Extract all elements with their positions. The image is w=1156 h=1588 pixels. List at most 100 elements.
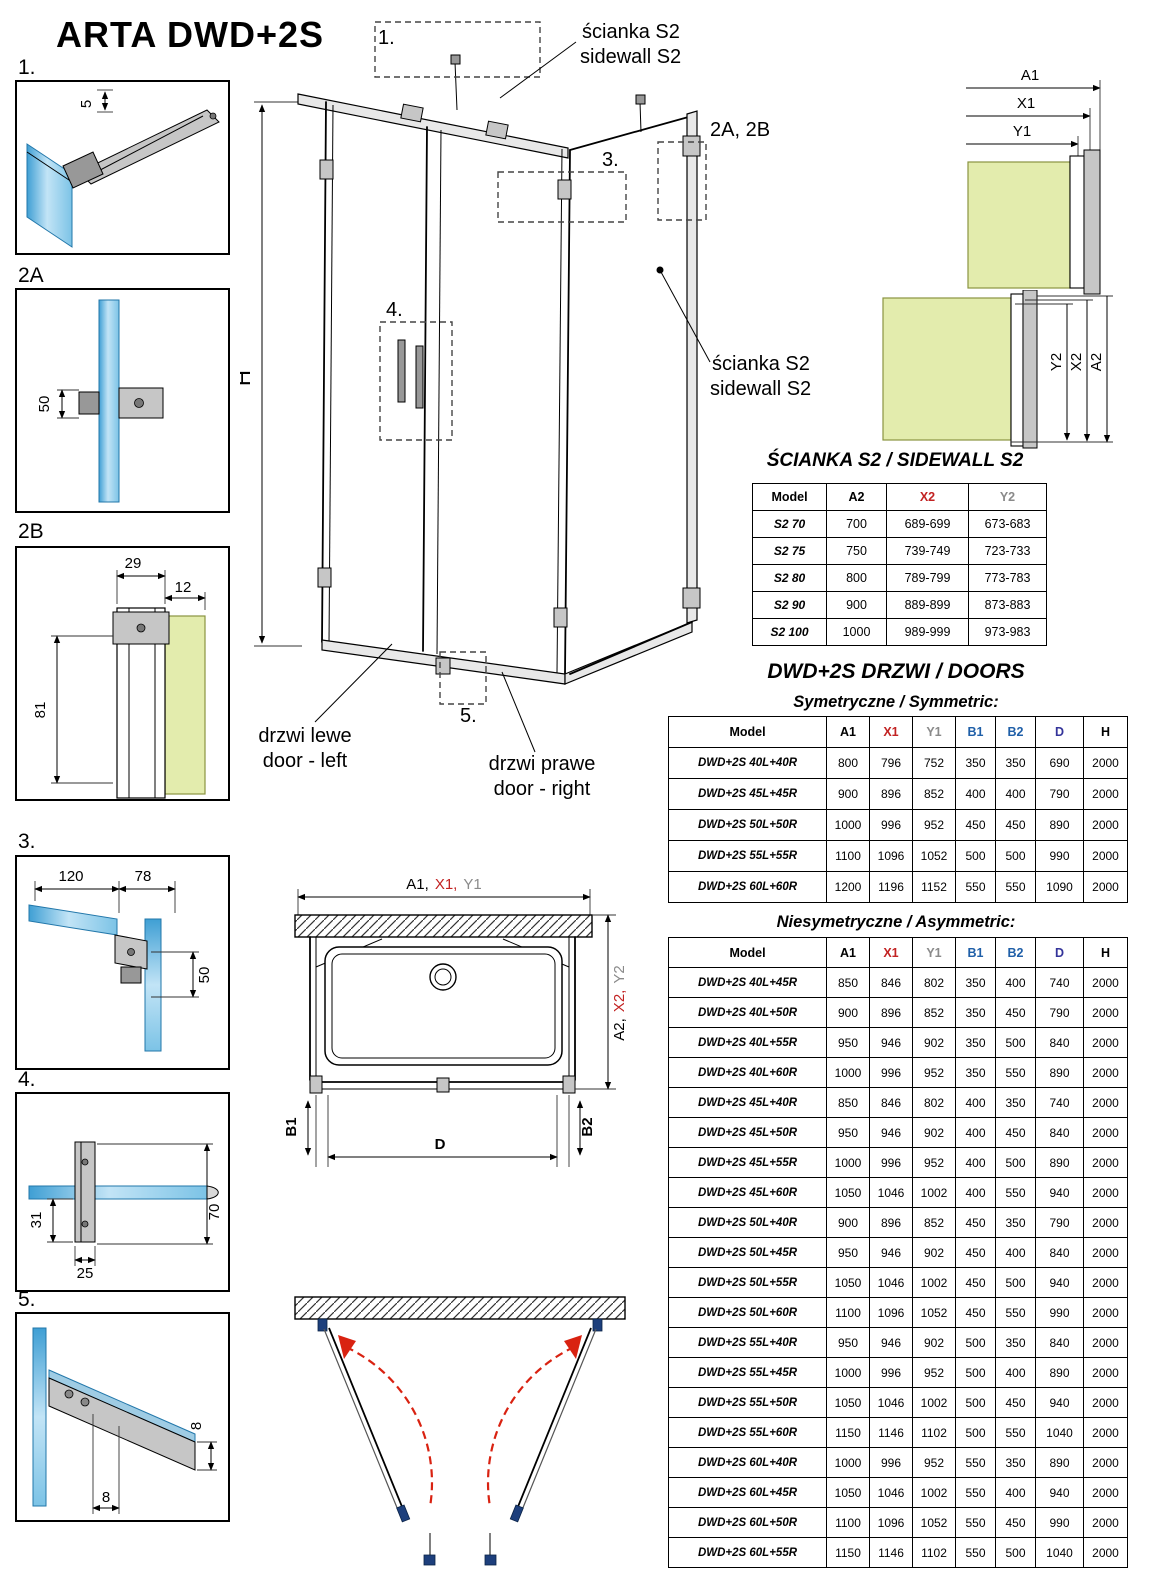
value-cell: 723-733: [968, 537, 1047, 565]
top-rail: [297, 93, 569, 159]
value-cell: 752: [912, 747, 956, 779]
value-cell: 700: [826, 510, 887, 538]
dim-78-label: 78: [135, 868, 152, 885]
door-handle-right: [415, 345, 424, 409]
model-cell: S2 75: [752, 537, 827, 565]
dim-x1-label: X1: [1017, 95, 1035, 112]
value-cell: 896: [869, 1207, 913, 1238]
dim-8-right-label: 8: [188, 1422, 205, 1430]
model-cell: DWD+2S 40L+55R: [668, 1027, 827, 1058]
value-cell: 2000: [1083, 1147, 1128, 1178]
handle-bar: [74, 1141, 96, 1243]
swing-arc-left: [345, 1346, 434, 1508]
hinge-pivot-right: [592, 1318, 603, 1332]
callout-2ab-box: [657, 141, 707, 221]
value-cell: 500: [995, 1267, 1036, 1298]
value-cell: 1152: [912, 871, 956, 903]
model-cell: DWD+2S 40L+60R: [668, 1057, 827, 1088]
value-cell: 990: [1035, 1507, 1084, 1538]
value-cell: 840: [1035, 1027, 1084, 1058]
detail-3-label: 3.: [18, 830, 36, 853]
value-cell: 550: [995, 871, 1036, 903]
value-cell: 2000: [1083, 1117, 1128, 1148]
callout-4-box: [379, 321, 453, 441]
plan-y1: Y1: [463, 876, 481, 893]
model-cell: DWD+2S 60L+50R: [668, 1507, 827, 1538]
value-cell: 1000: [826, 1447, 870, 1478]
wall-bracket: [62, 151, 104, 189]
value-cell: 550: [995, 1297, 1036, 1328]
value-cell: 400: [955, 1177, 996, 1208]
value-cell: 2000: [1083, 871, 1128, 903]
value-cell: 1046: [869, 1387, 913, 1418]
col-header-x1: X1: [869, 716, 913, 748]
callout-2ab-label: 2A, 2B: [710, 119, 770, 141]
value-cell: 1040: [1035, 1417, 1084, 1448]
value-cell: 896: [869, 778, 913, 810]
tray-inner: [331, 953, 556, 1059]
model-cell: DWD+2S 40L+50R: [668, 997, 827, 1028]
ceiling-pin: [450, 54, 461, 65]
value-cell: 890: [1035, 809, 1084, 841]
value-cell: 1100: [826, 840, 870, 872]
value-cell: 400: [955, 1087, 996, 1118]
page-title: ARTA DWD+2S: [56, 14, 325, 55]
value-cell: 500: [955, 1327, 996, 1358]
value-cell: 500: [955, 1387, 996, 1418]
value-cell: 846: [869, 967, 913, 998]
value-cell: 996: [869, 809, 913, 841]
value-cell: 450: [955, 1207, 996, 1238]
col-header-model: Model: [668, 937, 827, 968]
plan-b2-label: B2: [579, 1117, 596, 1136]
header-row: Model A1 X1 Y1 B1 B2 D H: [668, 716, 1128, 748]
dim-h-label: H: [240, 370, 255, 386]
value-cell: 350: [955, 997, 996, 1028]
value-cell: 802: [912, 1087, 956, 1118]
hinge: [553, 607, 568, 628]
plan-view-drawing: A1,X1,Y1 A2,X2,Y2 D B1 B2: [283, 876, 628, 1167]
dim-y2-label: Y2: [1048, 353, 1065, 371]
door-left-cap: [396, 1504, 411, 1523]
wall-hatch: [294, 914, 593, 938]
plan-right-dim-label: A2,X2,Y2: [611, 965, 628, 1040]
wall-profile-outer: [1022, 290, 1038, 449]
value-cell: 1096: [869, 1297, 913, 1328]
detail-2b-box: 29 12 81: [15, 546, 230, 801]
col-header-model: Model: [752, 483, 827, 511]
detail-1-drawing: 5: [26, 89, 220, 248]
value-cell: 400: [995, 1357, 1036, 1388]
value-cell: 550: [995, 1057, 1036, 1088]
col-header-b2: B2: [995, 937, 1036, 968]
value-cell: 2000: [1083, 967, 1128, 998]
value-cell: 773-783: [968, 564, 1047, 592]
detail-2b-label: 2B: [18, 520, 44, 543]
value-cell: 350: [995, 747, 1036, 779]
model-cell: DWD+2S 60L+40R: [668, 1447, 827, 1478]
callout-1-box: [374, 21, 541, 78]
value-cell: 500: [995, 1147, 1036, 1178]
bottom-pivot: [435, 657, 451, 675]
value-cell: 796: [869, 747, 913, 779]
value-cell: 1000: [826, 1357, 870, 1388]
value-cell: 840: [1035, 1237, 1084, 1268]
value-cell: 739-749: [886, 537, 969, 565]
dim-81-label: 81: [32, 702, 49, 719]
value-cell: 2000: [1083, 1447, 1128, 1478]
value-cell: 2000: [1083, 1357, 1128, 1388]
wall-profile: [1069, 155, 1085, 289]
value-cell: 896: [869, 997, 913, 1028]
door-handle-left: [397, 339, 406, 403]
detail-1-box: 5: [15, 80, 230, 255]
model-cell: DWD+2S 45L+50R: [668, 1117, 827, 1148]
door-right-label-en: door - right: [494, 778, 591, 800]
rail-bracket: [400, 103, 424, 123]
